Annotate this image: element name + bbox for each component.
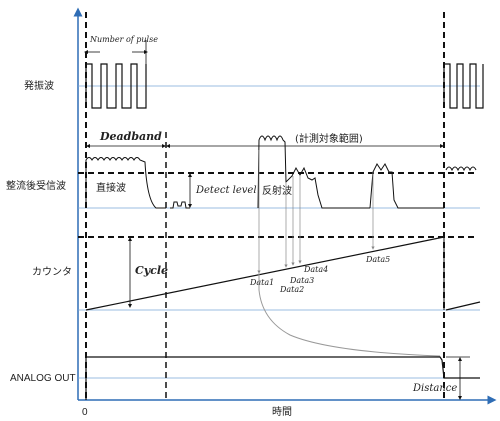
distance-label: Distance <box>412 383 457 394</box>
reflected-wave-label: 反射波 <box>262 184 292 197</box>
data2-label: Data2 <box>279 285 304 294</box>
detect-level-label: Detect level <box>195 185 257 196</box>
measurement-range-label-bg <box>290 131 380 145</box>
counter-label: カウンタ <box>32 266 72 278</box>
reflected-wave-3 <box>445 166 477 172</box>
time-axis-label: 時間 <box>272 406 292 418</box>
direct-wave-label: 直接波 <box>96 181 126 194</box>
measurement-range-label: (計測対象範囲) <box>295 132 363 145</box>
counter-ramp <box>85 236 445 311</box>
data4-label: Data4 <box>303 265 328 274</box>
rectified-label: 整流後受信波 <box>6 179 66 192</box>
data5-label: Data5 <box>365 255 390 264</box>
pulse-burst-1 <box>85 63 147 109</box>
hold-curve <box>258 272 441 357</box>
origin-label: 0 <box>82 407 88 418</box>
noise-wave <box>170 201 190 209</box>
cycle-label: Cycle <box>135 264 168 277</box>
reflected-wave-2 <box>369 163 444 209</box>
reflected-wave-1 <box>257 135 370 209</box>
oscillation-label: 発振波 <box>24 79 54 92</box>
data3-label: Data3 <box>289 276 314 285</box>
analog-out-label: ANALOG OUT <box>10 373 76 384</box>
counter-ramp-next <box>445 301 481 311</box>
analog-out-line <box>85 356 480 400</box>
pulse-burst-2 <box>443 63 484 109</box>
direct-wave <box>85 157 166 209</box>
number-of-pulse-label: Number of pulse <box>89 35 158 44</box>
deadband-label: Deadband <box>99 130 162 143</box>
data1-label: Data1 <box>249 278 274 287</box>
